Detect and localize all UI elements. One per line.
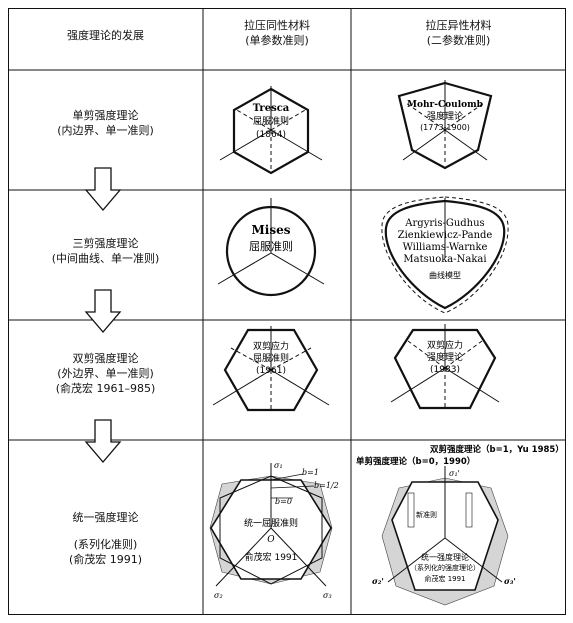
unified-aniso-title: 统一强度理论 xyxy=(421,552,469,562)
unified-iso-bhalf: b=1/2 xyxy=(314,481,339,490)
table-grid: Tresca 屈服准则 (1864) Mohr-Coulomb 强度理论 (17… xyxy=(8,8,566,615)
curve-name-4: Matsuoka-Nakai xyxy=(403,254,486,265)
row-label-triple-shear: 三剪强度理论 (中间曲线、单一准则) xyxy=(51,237,160,265)
twin-iso-l2: 屈服准则 xyxy=(253,352,289,364)
unified-iso-sigma2: σ₂ xyxy=(214,591,223,600)
header-col3: 拉压异性材料 (二参数准则) xyxy=(425,19,492,47)
twin-aniso-l2: 强度理论 xyxy=(427,351,463,363)
unified-iso-b0: b=0 xyxy=(275,497,292,506)
unified-iso-sigma1: σ₁ xyxy=(274,461,283,470)
arrow-down-icon xyxy=(84,167,122,212)
tresca-hexagon-diagram xyxy=(219,86,323,175)
arrow-down-icon xyxy=(84,289,122,334)
twin-iso-year: (1961) xyxy=(256,366,286,376)
curve-sub: 曲线模型 xyxy=(429,270,461,280)
unified-iso-origin: O xyxy=(267,535,275,545)
unified-aniso-sigma3: σ₃' xyxy=(504,576,516,586)
unified-aniso-top1: 双剪强度理论（b=1，Yu 1985） xyxy=(430,444,564,455)
mises-circle-diagram xyxy=(217,198,325,297)
row-label-unified: 统一强度理论 (系列化准则) (俞茂宏 1991) xyxy=(68,511,143,566)
tresca-sub: 屈服准则 xyxy=(253,115,289,127)
mohr-sub: 强度理论 xyxy=(427,110,463,122)
unified-iso-title: 统一屈服准则 xyxy=(244,517,298,529)
row-label-single-shear: 单剪强度理论 (内边界、单一准则) xyxy=(57,109,154,137)
unified-iso-author: 俞茂宏 1991 xyxy=(245,551,298,563)
twin-shear-yield-diagram xyxy=(212,326,330,412)
row-label-twin-shear: 双剪强度理论 (外边界、单一准则) (俞茂宏 1961–985) xyxy=(55,352,156,395)
twin-aniso-l1: 双剪应力 xyxy=(427,339,463,351)
strength-theory-table: Tresca 屈服准则 (1864) Mohr-Coulomb 强度理论 (17… xyxy=(8,8,566,615)
twin-aniso-year: (1983) xyxy=(430,365,460,375)
tresca-year: (1864) xyxy=(256,130,286,140)
tresca-name: Tresca xyxy=(253,103,290,114)
curve-name-3: Williams-Warnke xyxy=(403,242,488,253)
unified-aniso-sub: （系列化的强度理论） xyxy=(410,563,480,572)
twin-iso-l1: 双剪应力 xyxy=(253,340,289,352)
curved-model-diagram xyxy=(381,196,509,314)
mises-sub: 屈服准则 xyxy=(249,240,293,253)
unified-yield-diagram xyxy=(209,463,333,587)
unified-iso-b1: b=1 xyxy=(302,468,319,477)
twin-shear-strength-diagram xyxy=(390,324,500,410)
unified-aniso-sigma2: σ₂' xyxy=(372,576,384,586)
unified-aniso-top2: 单剪强度理论（b=0，1990） xyxy=(356,456,475,467)
unified-aniso-tag: 新准则 xyxy=(416,510,437,519)
curve-name-1: Argyris-Gudhus xyxy=(404,218,484,229)
mohr-year: (1773-1900) xyxy=(420,123,470,132)
header-col1: 强度理论的发展 xyxy=(67,29,144,42)
mises-name: Mises xyxy=(252,223,291,237)
header-col2: 拉压同性材料 (单参数准则) xyxy=(244,19,310,47)
mohr-name: Mohr-Coulomb xyxy=(407,100,483,110)
unified-iso-sigma3: σ₃ xyxy=(323,591,332,600)
arrow-down-icon xyxy=(84,419,122,464)
unified-aniso-author: 俞茂宏 1991 xyxy=(424,574,465,583)
curve-name-2: Zienkiewicz-Pande xyxy=(398,230,493,241)
unified-aniso-sigma1: σ₁' xyxy=(449,469,460,478)
unified-strength-diagram xyxy=(381,466,509,606)
mohr-coulomb-diagram xyxy=(397,80,493,170)
